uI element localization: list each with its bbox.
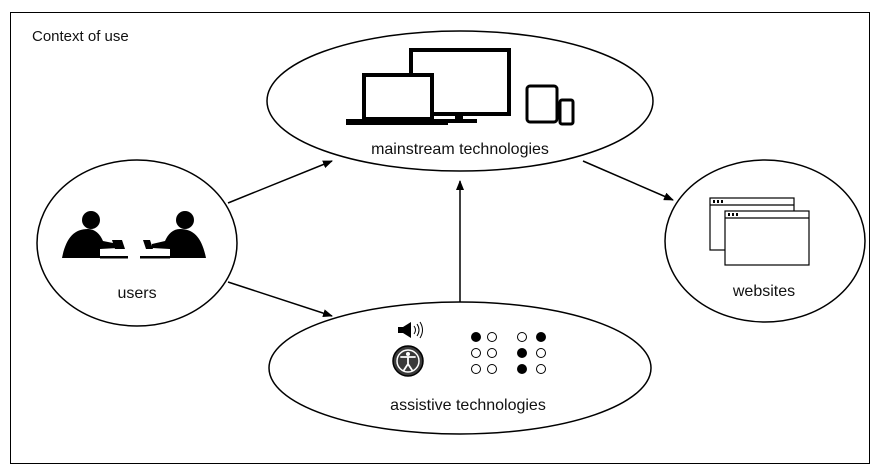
node-websites: websites xyxy=(664,159,866,323)
websites-label: websites xyxy=(732,283,795,300)
node-users: users xyxy=(36,159,238,327)
accessibility-icon xyxy=(392,345,424,377)
braille-icon xyxy=(471,332,546,374)
speaker-icon xyxy=(398,321,423,339)
users-ellipse xyxy=(36,159,238,327)
devices-icon xyxy=(346,48,575,126)
users-label: users xyxy=(117,285,156,302)
frame-title: Context of use xyxy=(32,28,129,45)
node-assistive: assistive technologies xyxy=(268,301,652,435)
edge-users-to-mainstream xyxy=(227,160,333,204)
browser-windows-icon xyxy=(709,197,810,266)
context-frame xyxy=(10,12,870,464)
mainstream-label: mainstream technologies xyxy=(371,141,549,158)
edges xyxy=(227,160,674,318)
edge-users-to-assistive xyxy=(227,281,333,318)
edge-mainstream-to-websites xyxy=(582,160,674,201)
users-icon xyxy=(62,211,206,259)
node-mainstream: mainstream technologies xyxy=(266,30,654,172)
assistive-ellipse xyxy=(268,301,652,435)
assistive-label: assistive technologies xyxy=(390,397,546,414)
